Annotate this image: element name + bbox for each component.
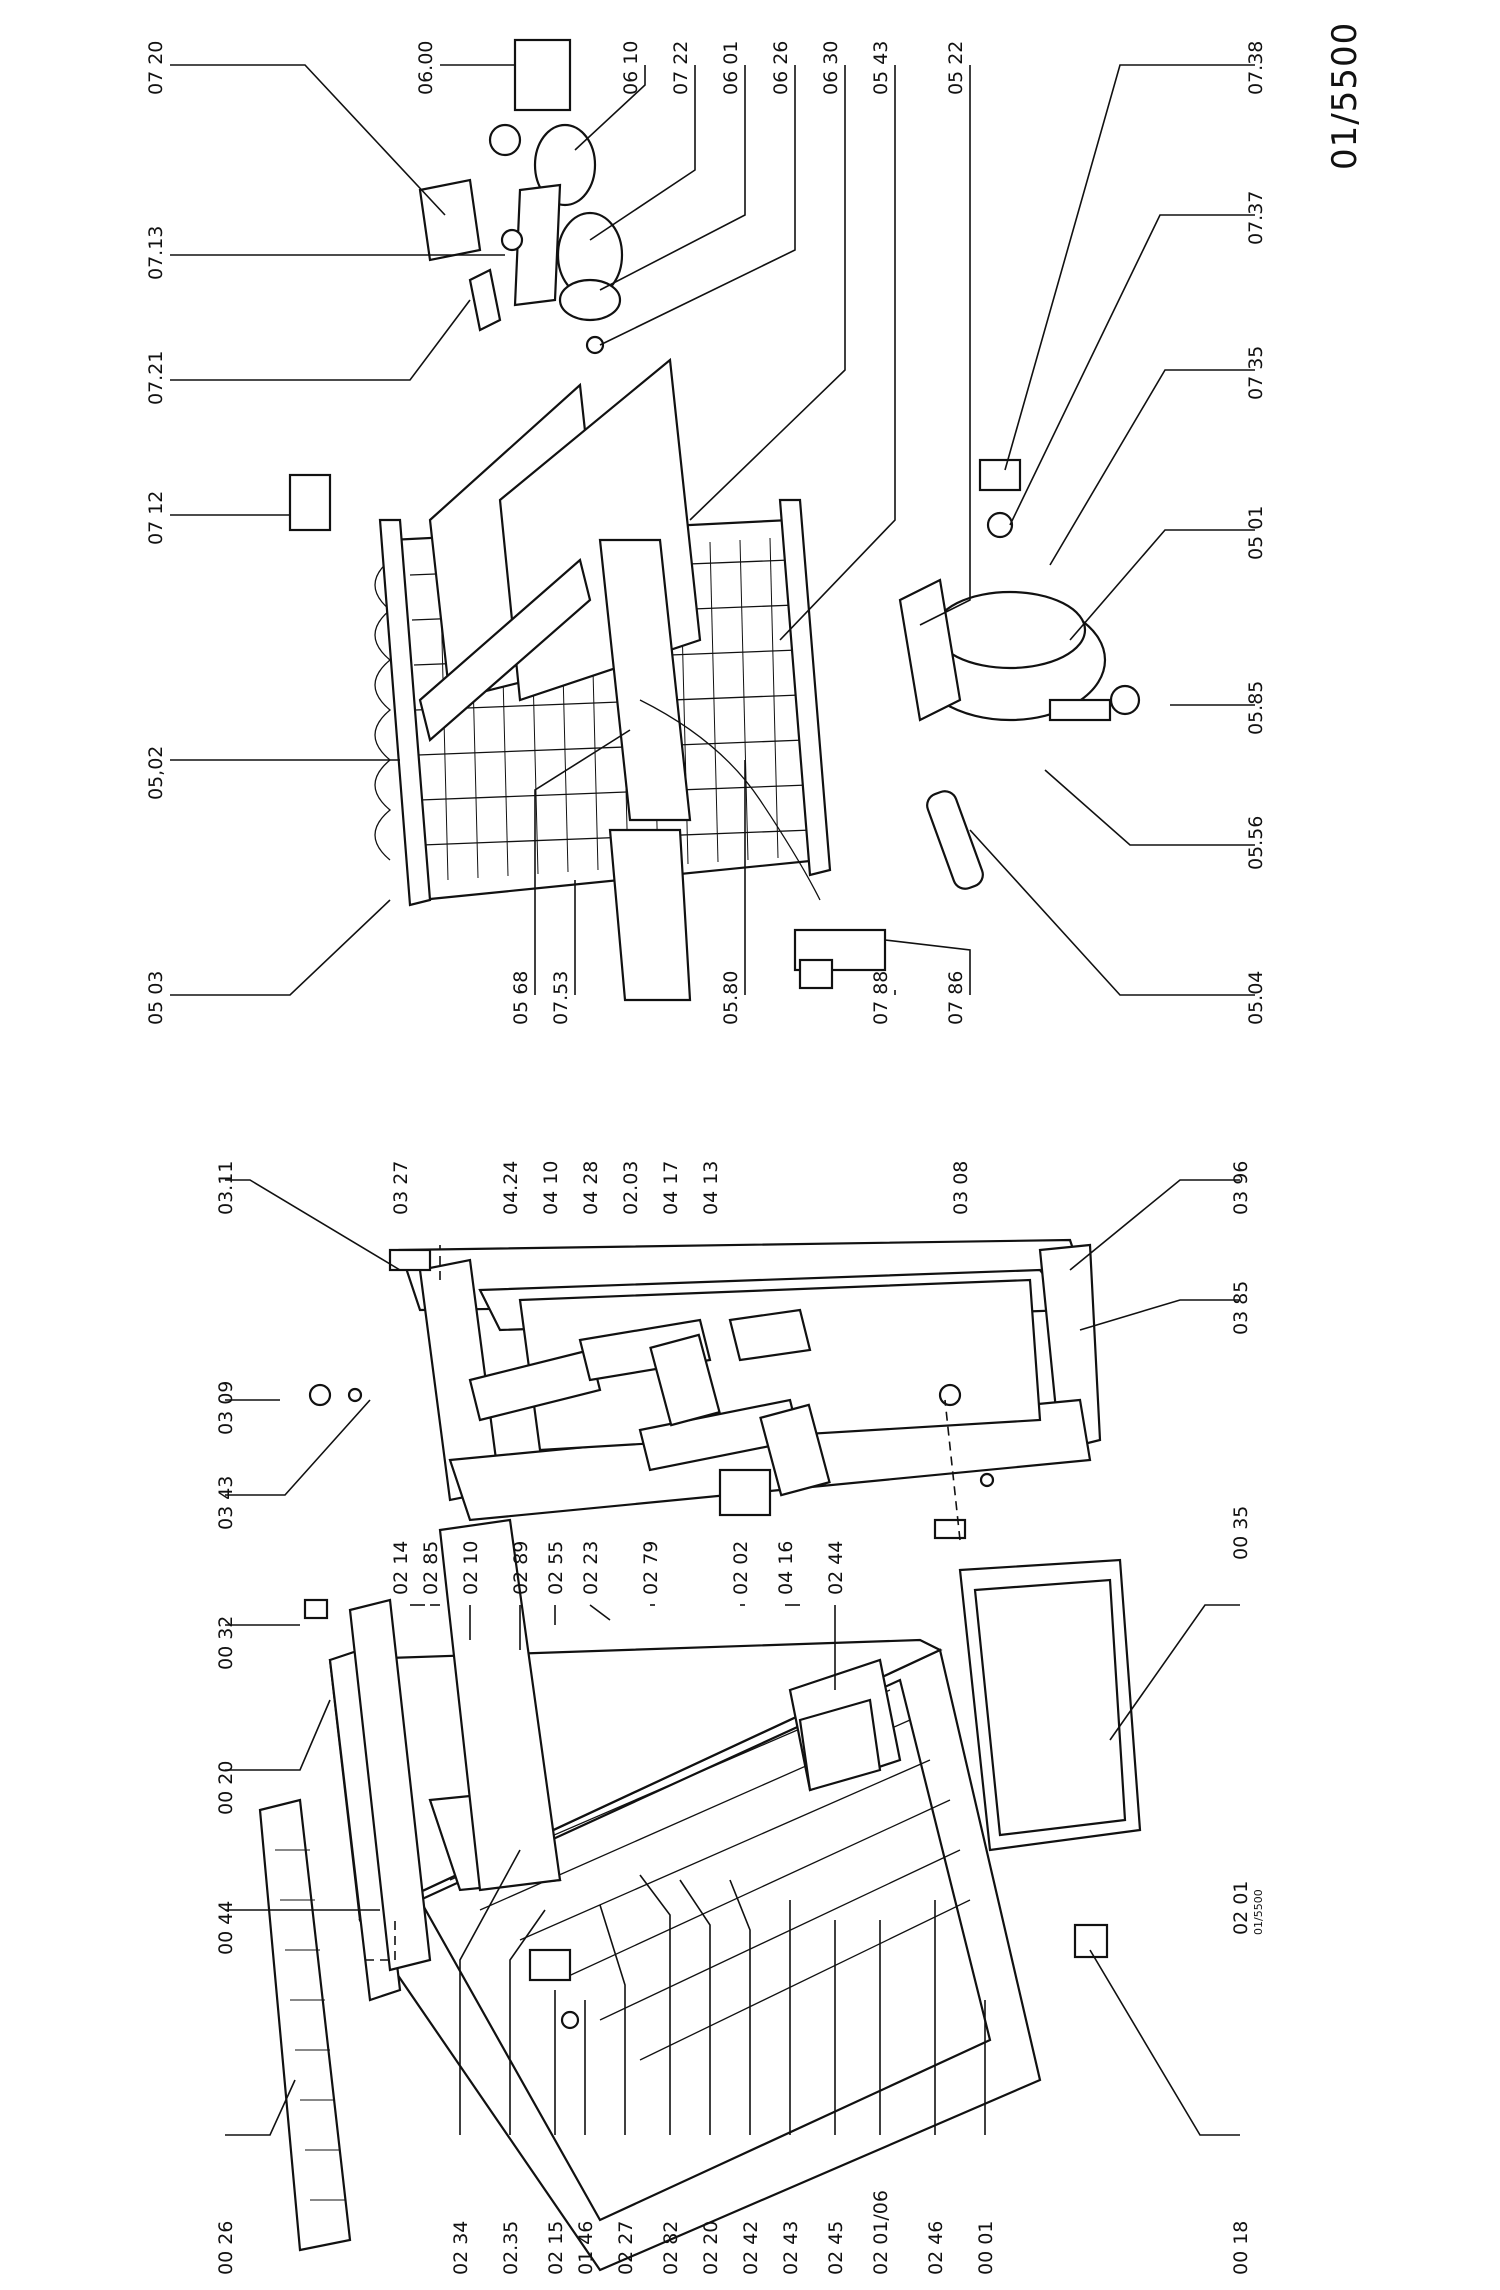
label-07-37: 07.37 [1245,191,1267,245]
refrigeration-unit [288,38,1141,1002]
label-03-85: 03 85 [1230,1281,1252,1335]
label-07-53: 07.53 [550,971,572,1025]
label-02-43: 02 43 [780,2221,802,2275]
leader-lines [225,1179,1240,2136]
label-05-01: 05 01 [1245,506,1267,560]
label-02-01-06: 02 01/06 [870,2190,892,2275]
label-00-18: 00 18 [1230,2221,1252,2275]
label-05-03: 05 03 [145,971,167,1025]
label-07-38: 07.38 [1245,41,1267,95]
label-05-02: 05,02 [145,746,167,800]
refrig-leader-lines [170,64,1255,996]
label-02-01-sub: 01/5500 [1252,1889,1265,1935]
label-02-20: 02 20 [700,2221,722,2275]
label-07-35: 07 35 [1245,346,1267,400]
label-02-85: 02 85 [420,1541,442,1595]
label-05-22: 05 22 [945,41,967,95]
label-06-26: 06 26 [770,41,792,95]
label-05-85: 05.85 [1245,681,1267,735]
label-02-35: 02.35 [500,2221,522,2275]
label-07-20: 07 20 [145,41,167,95]
cabinet-assembly [258,1245,1142,2272]
label-00-32: 00 32 [215,1616,237,1670]
label-05-80: 05.80 [720,971,742,1025]
label-03-09: 03 09 [215,1381,237,1435]
label-06-30: 06 30 [820,41,842,95]
label-02-03: 02.03 [620,1161,642,1215]
label-02-79: 02 79 [640,1541,662,1595]
label-03-27: 03 27 [390,1161,412,1215]
label-04-16: 04 16 [775,1541,797,1595]
label-03-43: 03 43 [215,1476,237,1530]
label-07-13: 07.13 [145,226,167,280]
label-02-10: 02 10 [460,1541,482,1595]
label-02-82: 02 82 [660,2221,682,2275]
label-02-46: 02 46 [925,2221,947,2275]
label-03-11: 03.11 [215,1161,237,1215]
diagram-code: 01/5500 [1325,22,1365,170]
label-05-56: 05.56 [1245,816,1267,870]
label-02-44: 02 44 [825,1541,847,1595]
label-00-01: 00 01 [975,2221,997,2275]
label-03-08: 03 08 [950,1161,972,1215]
label-04-17: 04 17 [660,1161,682,1215]
label-06-10: 06 10 [620,41,642,95]
label-02-55: 02 55 [545,1541,567,1595]
label-00-26: 00 26 [215,2221,237,2275]
label-07-86: 07 86 [945,971,967,1025]
label-07-12: 07 12 [145,491,167,545]
label-05-68: 05 68 [510,971,532,1025]
label-06-00: 06.00 [415,41,437,95]
label-03-96: 03 96 [1230,1161,1252,1215]
label-02-42: 02 42 [740,2221,762,2275]
label-02-02: 02 02 [730,1541,752,1595]
label-02-14: 02 14 [390,1541,412,1595]
label-04-24: 04.24 [500,1161,522,1215]
label-02-01: 02 01 [1230,1881,1252,1935]
label-02-34: 02 34 [450,2221,472,2275]
label-04-10: 04 10 [540,1161,562,1215]
label-07-21: 07.21 [145,351,167,405]
label-00-44: 00 44 [215,1901,237,1955]
label-05-04: 05.04 [1245,971,1267,1025]
label-02-15: 02 15 [545,2221,567,2275]
label-05-43: 05 43 [870,41,892,95]
label-04-28: 04 28 [580,1161,602,1215]
door-assembly [308,1238,1102,1522]
label-07-88: 07 88 [870,971,892,1025]
label-00-35: 00 35 [1230,1506,1252,1560]
label-07-22: 07 22 [670,41,692,95]
label-01-46: 01 46 [575,2221,597,2275]
label-02-89: 02 89 [510,1541,532,1595]
label-04-13: 04 13 [700,1161,722,1215]
label-00-20: 00 20 [215,1761,237,1815]
label-02-27: 02 27 [615,2221,637,2275]
label-02-45: 02 45 [825,2221,847,2275]
label-06-01: 06 01 [720,41,742,95]
label-02-23: 02 23 [580,1541,602,1595]
callout-labels: 00 26 02 34 02.35 02 15 01 46 02 27 02 8… [145,41,1267,2275]
